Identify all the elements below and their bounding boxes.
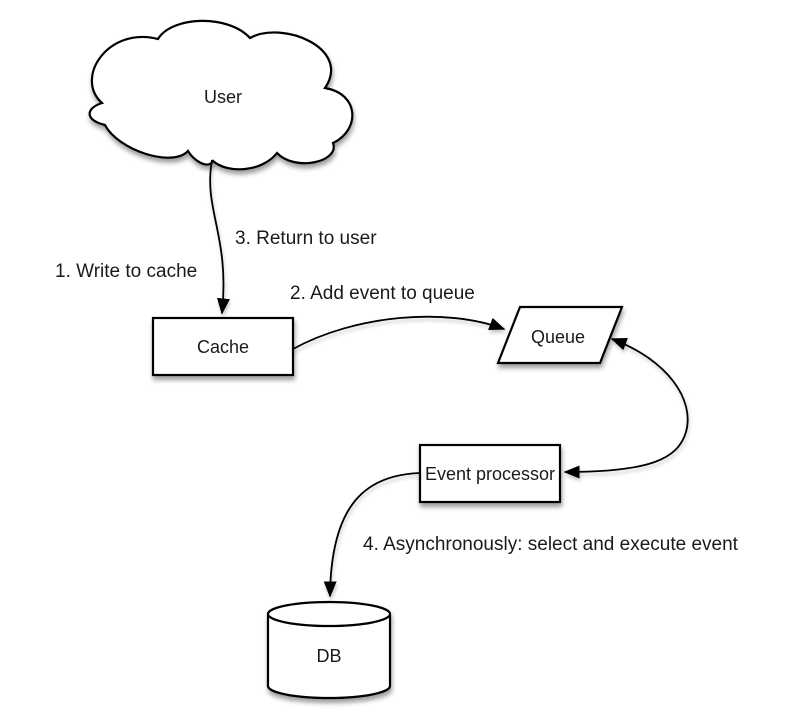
edge-event-processor-to-db bbox=[323, 472, 421, 598]
edge-user-to-cache bbox=[209, 159, 230, 315]
step-1-write-to-cache-label: 1. Write to cache bbox=[55, 261, 197, 282]
edge-queue-event-processor-double-arrow bbox=[563, 338, 689, 479]
node-labels: User Cache Queue Event processor DB bbox=[197, 87, 585, 666]
step-3-return-to-user-label: 3. Return to user bbox=[235, 228, 377, 249]
queue-label: Queue bbox=[531, 327, 585, 347]
event-processor-label: Event processor bbox=[425, 464, 555, 484]
node-shapes bbox=[88, 19, 624, 700]
cache-label: Cache bbox=[197, 337, 249, 357]
user-label: User bbox=[204, 87, 242, 107]
event-processor-box-shape bbox=[418, 443, 562, 504]
db-label: DB bbox=[316, 646, 341, 666]
user-cloud-shape bbox=[88, 19, 354, 171]
edges bbox=[209, 159, 689, 598]
step-annotations: 1. Write to cache 2. Add event to queue … bbox=[55, 228, 739, 555]
edge-cache-to-queue bbox=[292, 315, 506, 350]
step-2-add-event-to-queue-label: 2. Add event to queue bbox=[290, 283, 475, 304]
step-4-asynchronously-label: 4. Asynchronously: select and execute ev… bbox=[363, 534, 739, 555]
cache-box-shape bbox=[151, 316, 295, 377]
db-cylinder-shape bbox=[266, 600, 392, 700]
